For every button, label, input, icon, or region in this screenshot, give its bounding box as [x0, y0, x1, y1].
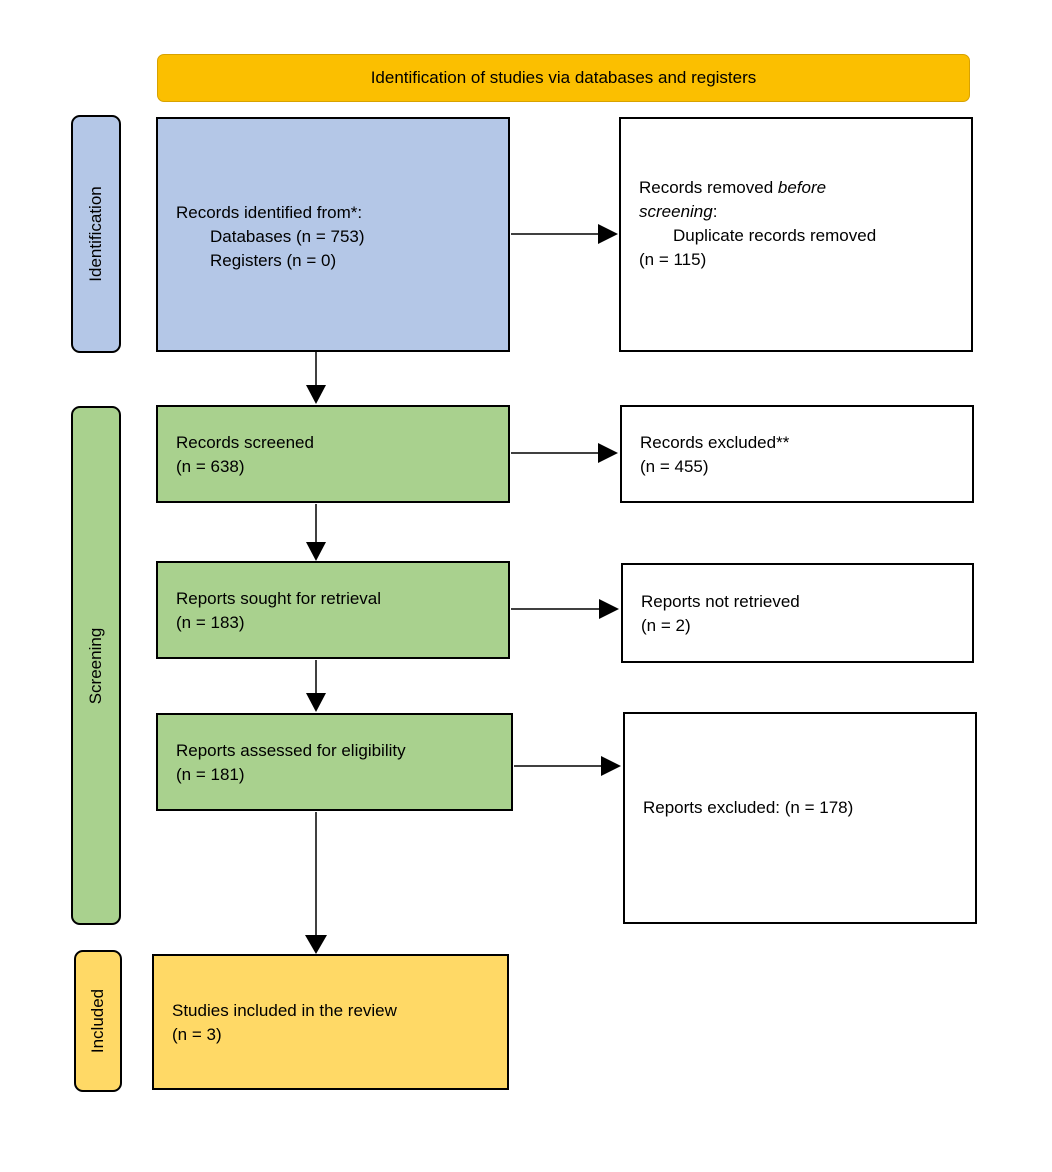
phase-screening: Screening	[71, 406, 121, 925]
records-screened-title: Records screened	[176, 433, 314, 452]
databases-count: Databases (n = 753)	[210, 227, 365, 246]
arrowhead-screened-to-excluded	[598, 443, 618, 463]
reports-assessed-count: (n = 181)	[176, 765, 245, 784]
header-bar: Identification of studies via databases …	[157, 54, 970, 102]
reports-sought-count: (n = 183)	[176, 613, 245, 632]
records-excluded-count: (n = 455)	[640, 457, 709, 476]
records-removed-colon: :	[712, 202, 718, 221]
reports-excluded-title: Reports excluded: (n = 178)	[643, 798, 854, 817]
reports-assessed-box: Reports assessed for eligibility (n = 18…	[156, 713, 513, 811]
studies-included-count: (n = 3)	[172, 1025, 222, 1044]
duplicates-removed: Duplicate records removed	[673, 226, 877, 245]
reports-not-retrieved-title: Reports not retrieved	[641, 592, 800, 611]
records-removed-prefix: Records removed	[639, 178, 778, 197]
reports-assessed-title: Reports assessed for eligibility	[176, 741, 406, 760]
reports-sought-box: Reports sought for retrieval (n = 183)	[156, 561, 510, 659]
arrowhead-sought-to-assessed	[306, 693, 326, 712]
duplicates-count: (n = 115)	[639, 250, 707, 269]
records-removed-before: before	[777, 178, 827, 197]
phase-included: Included	[74, 950, 122, 1092]
records-identified-title: Records identified from*:	[176, 203, 363, 222]
arrowhead-assessed-to-included	[305, 935, 327, 954]
records-removed-screening: screening	[639, 202, 713, 221]
records-identified-box: Records identified from*: Databases (n =…	[156, 117, 510, 352]
reports-excluded-box: Reports excluded: (n = 178)	[623, 712, 977, 924]
arrowhead-assessed-to-excluded	[601, 756, 621, 776]
records-screened-count: (n = 638)	[176, 457, 245, 476]
records-removed-line1: Records removed before	[639, 176, 876, 200]
reports-sought-title: Reports sought for retrieval	[176, 589, 382, 608]
studies-included-box: Studies included in the review (n = 3)	[152, 954, 509, 1090]
arrowhead-screened-to-sought	[306, 542, 326, 561]
phase-identification: Identification	[71, 115, 121, 353]
records-excluded-box: Records excluded** (n = 455)	[620, 405, 974, 503]
records-removed-box: Records removed before screening: Duplic…	[619, 117, 973, 352]
reports-not-retrieved-box: Reports not retrieved (n = 2)	[621, 563, 974, 663]
studies-included-title: Studies included in the review	[172, 1001, 397, 1020]
records-screened-box: Records screened (n = 638)	[156, 405, 510, 503]
reports-not-retrieved-count: (n = 2)	[641, 616, 691, 635]
arrowhead-identified-to-removed	[598, 224, 618, 244]
records-removed-line2: screening:	[639, 200, 876, 224]
arrowhead-identified-to-screened	[306, 385, 326, 404]
arrowhead-sought-to-not-retrieved	[599, 599, 619, 619]
registers-count: Registers (n = 0)	[210, 251, 337, 270]
header-title: Identification of studies via databases …	[370, 68, 757, 87]
records-excluded-title: Records excluded**	[640, 433, 790, 452]
